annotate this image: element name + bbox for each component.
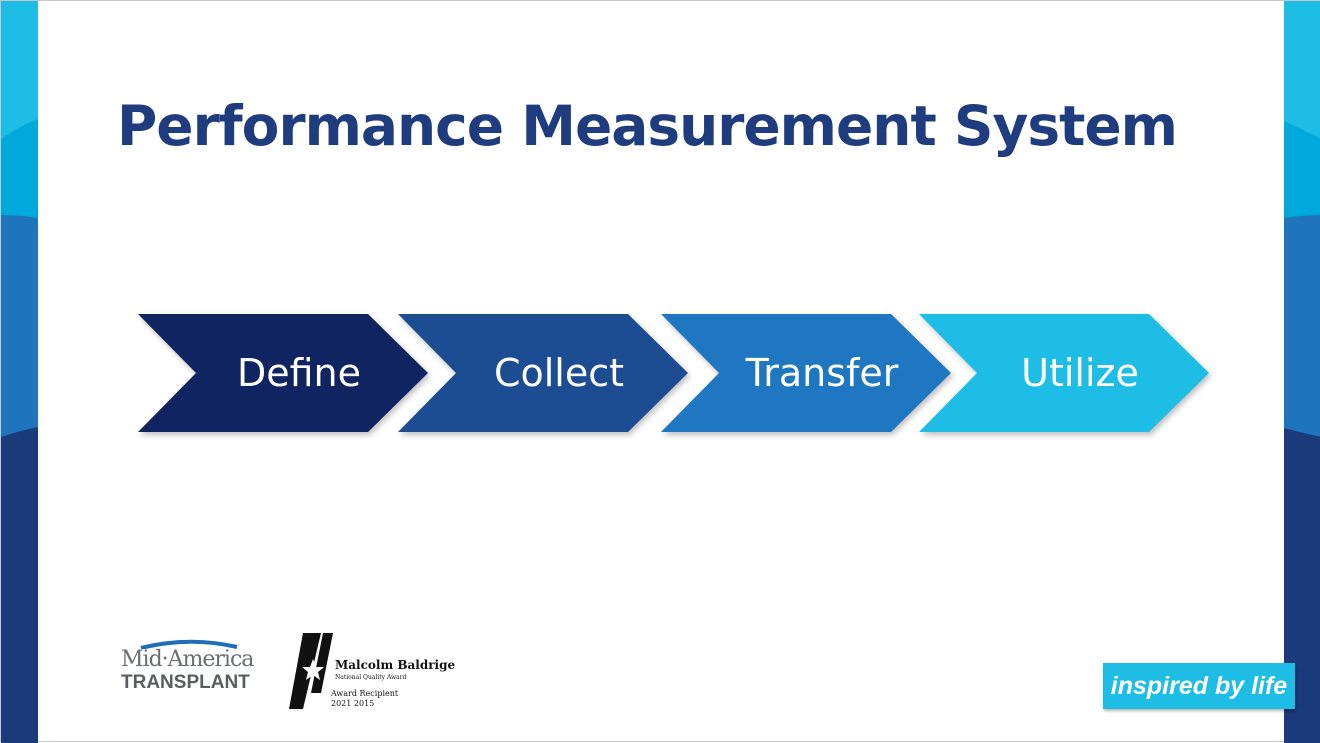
logo-text-1: Mid·America: [121, 647, 254, 672]
logo-text-2: TRANSPLANT: [121, 672, 250, 693]
arc-icon: [140, 639, 238, 649]
step-label: Define: [236, 351, 362, 395]
process-step-utilize: Utilize: [919, 314, 1211, 432]
step-label: Utilize: [1021, 351, 1139, 395]
chevron-shape: [919, 314, 1209, 432]
recipient-years: 2021 2015: [331, 699, 375, 708]
baldrige-award-logo: Malcolm Baldrige National Quality Award …: [287, 631, 455, 713]
recipient-label: Award Recipient: [331, 689, 399, 698]
decorative-band-right: [1284, 1, 1320, 743]
process-step-define: Define: [138, 314, 430, 432]
process-step-collect: Collect: [398, 314, 690, 432]
chevron-shape: [138, 314, 428, 432]
midamerica-transplant-logo: Mid·America TRANSPLANT: [119, 639, 259, 695]
process-step-transfer: Transfer: [661, 314, 953, 432]
step-label: Transfer: [745, 351, 899, 395]
baldrige-emblem-icon: [289, 633, 333, 709]
page-title: Performance Measurement System: [117, 94, 1178, 158]
step-label: Collect: [493, 351, 625, 395]
chevron-shape: [398, 314, 688, 432]
tagline-badge: inspired by life: [1103, 663, 1295, 709]
baldrige-name: Malcolm Baldrige: [335, 658, 456, 672]
chevron-shape: [661, 314, 951, 432]
baldrige-subtitle: National Quality Award: [335, 674, 407, 681]
decorative-band-left: [1, 1, 38, 743]
